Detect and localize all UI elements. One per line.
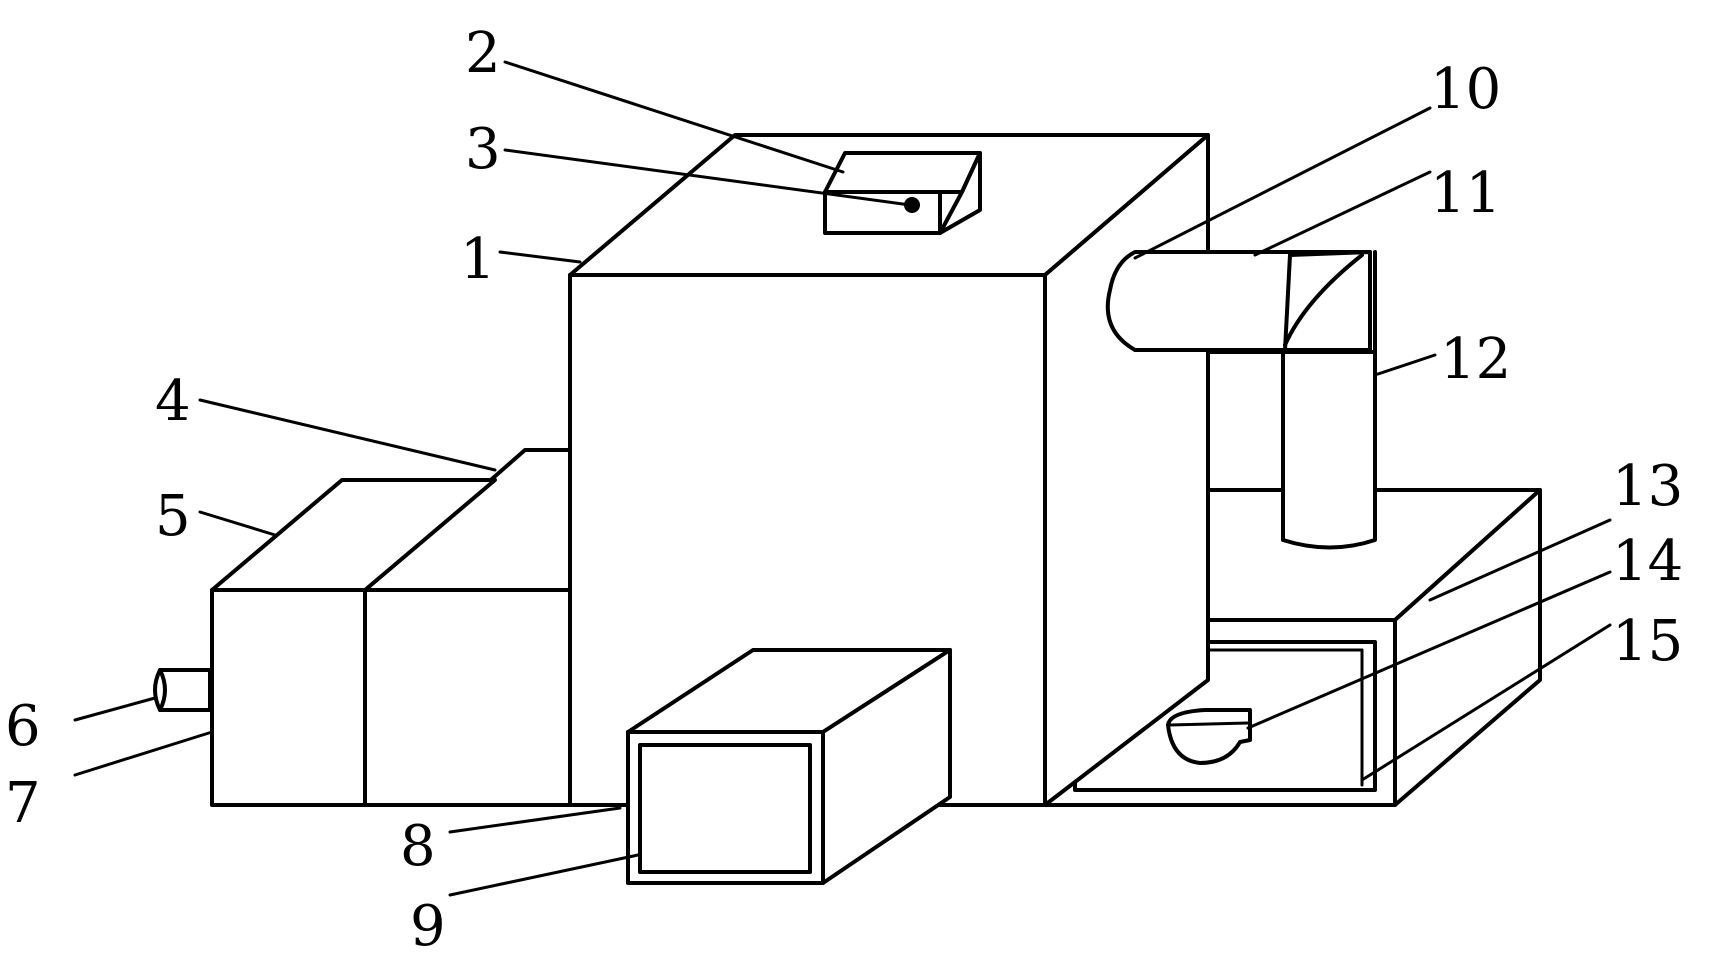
label-6: 6 — [5, 694, 41, 759]
label-4: 4 — [155, 369, 191, 434]
label-7: 7 — [5, 771, 41, 836]
label-15: 15 — [1612, 609, 1683, 674]
exhaust-pipe — [1105, 250, 1377, 550]
label-9: 9 — [410, 894, 446, 959]
indicator-dot — [904, 197, 920, 213]
label-2: 2 — [465, 21, 501, 86]
label-5: 5 — [155, 484, 191, 549]
label-12: 12 — [1440, 327, 1511, 392]
label-14: 14 — [1612, 529, 1683, 594]
label-1: 1 — [460, 227, 496, 292]
label-11: 11 — [1430, 161, 1501, 226]
label-3: 3 — [465, 117, 501, 182]
front-box — [626, 648, 952, 885]
outlet-pipe — [153, 668, 212, 712]
drawer-handle — [1166, 708, 1252, 765]
leader-lines — [73, 60, 1612, 897]
left-box — [210, 478, 497, 807]
label-10: 10 — [1430, 57, 1501, 122]
control-box — [823, 151, 982, 235]
label-8: 8 — [400, 814, 436, 879]
label-13: 13 — [1612, 454, 1683, 519]
part-labels: 2 3 1 4 5 6 7 8 9 10 11 12 13 14 15 — [5, 21, 1683, 959]
